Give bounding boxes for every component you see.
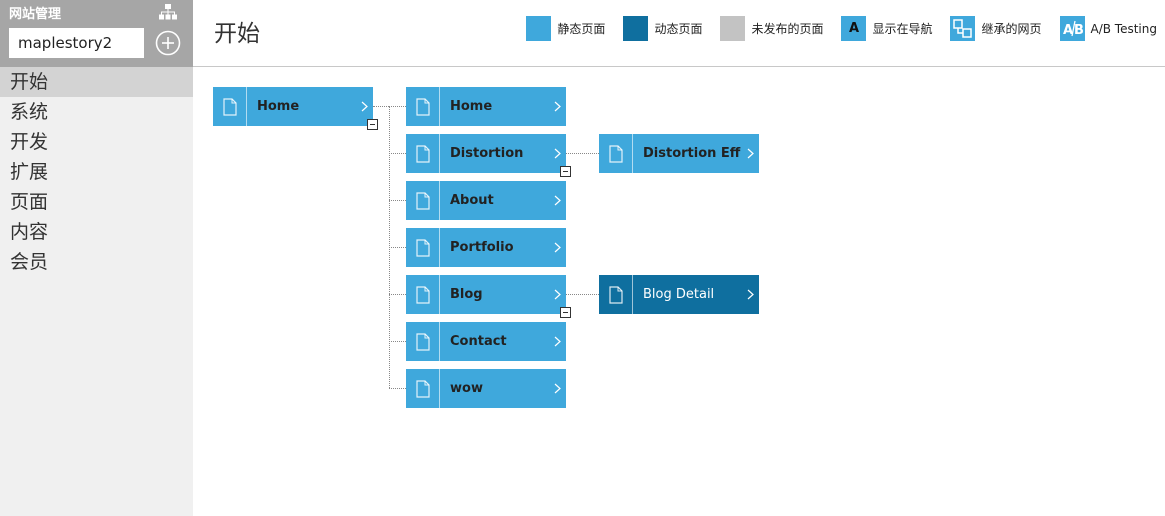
page-node-label: Portfolio: [450, 240, 514, 255]
tree-connector: [566, 294, 599, 295]
tree-connector: [389, 294, 406, 295]
page-node-child-2[interactable]: About: [406, 181, 566, 220]
chevron-right-icon[interactable]: [548, 87, 566, 126]
unpublished-page-swatch: [720, 16, 746, 41]
sidebar-item-6[interactable]: 会员: [10, 251, 49, 273]
sidebar-item-0[interactable]: 开始: [0, 67, 193, 97]
tree-connector: [389, 388, 406, 389]
page-node-label: Home: [257, 99, 300, 114]
ab-testing-label: A/B Testing: [1090, 21, 1158, 36]
chevron-right-icon[interactable]: [741, 275, 759, 314]
page-node-label: Home: [450, 99, 493, 114]
legend-item-inherited-page: 继承的网页: [950, 16, 1042, 41]
page-icon: [406, 228, 440, 267]
sidebar-item-4[interactable]: 页面: [10, 191, 49, 213]
tree-connector: [389, 341, 406, 342]
page-title: 开始: [214, 21, 260, 47]
page-node-grandchild-4-0[interactable]: Blog Detail: [599, 275, 759, 314]
collapse-toggle-child-4[interactable]: [560, 307, 571, 318]
sitemap-icon[interactable]: [159, 4, 177, 20]
sidebar-item-3[interactable]: 扩展: [10, 161, 49, 183]
legend-item-dynamic-page: 动态页面: [623, 16, 702, 41]
chevron-right-icon[interactable]: [548, 275, 566, 314]
sidebar-item-1[interactable]: 系统: [10, 101, 49, 123]
chevron-right-icon[interactable]: [548, 134, 566, 173]
chevron-right-icon[interactable]: [548, 181, 566, 220]
page-node-child-0[interactable]: Home: [406, 87, 566, 126]
chevron-right-icon[interactable]: [548, 228, 566, 267]
page-node-grandchild-1-0[interactable]: Distortion Effect: [599, 134, 759, 173]
page-icon: [599, 134, 633, 173]
page-node-label: Blog Detail: [643, 287, 715, 302]
page-icon: [406, 369, 440, 408]
page-node-root[interactable]: Home: [213, 87, 373, 126]
dynamic-page-label: 动态页面: [654, 22, 703, 36]
inherit-icon: [953, 19, 973, 38]
tree-connector: [389, 200, 406, 201]
svg-text:A: A: [1063, 23, 1073, 38]
static-page-swatch: [526, 16, 552, 41]
tree-connector: [389, 106, 406, 107]
svg-text:B: B: [1074, 23, 1083, 38]
page-node-label: About: [450, 193, 494, 208]
page-node-label: Blog: [450, 287, 483, 302]
tree-connector: [389, 247, 406, 248]
page-node-label: Contact: [450, 334, 507, 349]
sidebar-header: 网站管理: [0, 0, 193, 67]
page-icon: [406, 134, 440, 173]
sidebar-item-2[interactable]: 开发: [10, 131, 49, 153]
chevron-right-icon[interactable]: [548, 369, 566, 408]
show-in-nav-label: 显示在导航: [872, 22, 933, 36]
page-node-label: Distortion Effect: [643, 146, 741, 161]
sidebar-title: 网站管理: [9, 7, 62, 22]
letter-a-icon: A: [848, 21, 859, 36]
page-node-child-6[interactable]: wow: [406, 369, 566, 408]
chevron-right-icon[interactable]: [548, 322, 566, 361]
page-node-child-4[interactable]: Blog: [406, 275, 566, 314]
dynamic-page-swatch: [623, 16, 649, 41]
sidebar-nav: 开始系统开发扩展页面内容会员: [0, 67, 193, 277]
page-node-label: Distortion: [450, 146, 524, 161]
show-in-nav-swatch: A: [841, 16, 867, 41]
page-icon: [406, 87, 440, 126]
page-node-label: wow: [450, 381, 483, 396]
chevron-right-icon[interactable]: [355, 87, 373, 126]
legend-item-unpublished-page: 未发布的页面: [720, 16, 823, 41]
chevron-right-icon[interactable]: [741, 134, 759, 173]
page-icon: [406, 181, 440, 220]
tree-connector: [566, 153, 599, 154]
tree-connector: [389, 153, 406, 154]
page-icon: [599, 275, 633, 314]
inherited-page-swatch: [950, 16, 976, 41]
page-node-child-1[interactable]: Distortion: [406, 134, 566, 173]
unpublished-page-label: 未发布的页面: [751, 22, 824, 36]
collapse-toggle-root[interactable]: [367, 119, 378, 130]
collapse-toggle-child-1[interactable]: [560, 166, 571, 177]
add-site-icon[interactable]: [155, 30, 181, 56]
site-select-input[interactable]: [9, 28, 144, 58]
page-icon: [406, 322, 440, 361]
legend-item-static-page: 静态页面: [526, 16, 605, 41]
page-node-child-5[interactable]: Contact: [406, 322, 566, 361]
inherited-page-label: 继承的网页: [981, 22, 1042, 36]
tree-connector: [373, 106, 389, 107]
sidebar-item-5[interactable]: 内容: [10, 221, 49, 243]
legend-item-show-in-nav: A 显示在导航: [841, 16, 932, 41]
page-icon: [213, 87, 247, 126]
static-page-label: 静态页面: [557, 22, 606, 36]
page-icon: [406, 275, 440, 314]
page-node-child-3[interactable]: Portfolio: [406, 228, 566, 267]
